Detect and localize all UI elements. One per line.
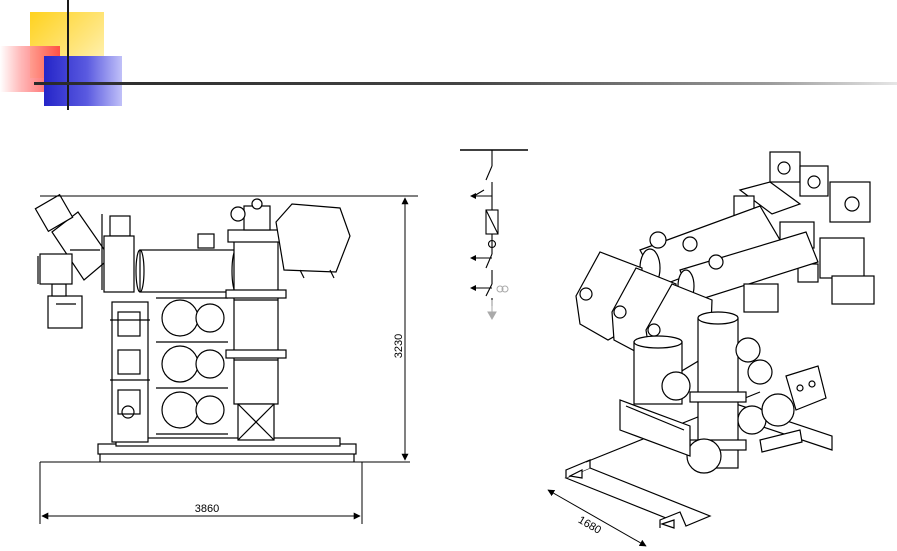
single-line-diagram-icon — [460, 149, 528, 306]
title-underline — [34, 82, 897, 85]
dimension-length-label: 3860 — [195, 503, 219, 515]
sld-earth-arrows — [470, 193, 476, 291]
dimension-lines — [39, 195, 647, 547]
switchgear-side-elevation-icon — [34, 193, 357, 462]
dimension-depth-label: 1680 — [576, 514, 603, 537]
switchgear-isometric-icon — [564, 151, 875, 529]
decor-blue-square — [44, 56, 122, 106]
sld-voltage-transformer-icon — [487, 285, 509, 321]
decor-vertical-line — [67, 0, 69, 110]
dimension-height-label: 3230 — [393, 334, 405, 358]
